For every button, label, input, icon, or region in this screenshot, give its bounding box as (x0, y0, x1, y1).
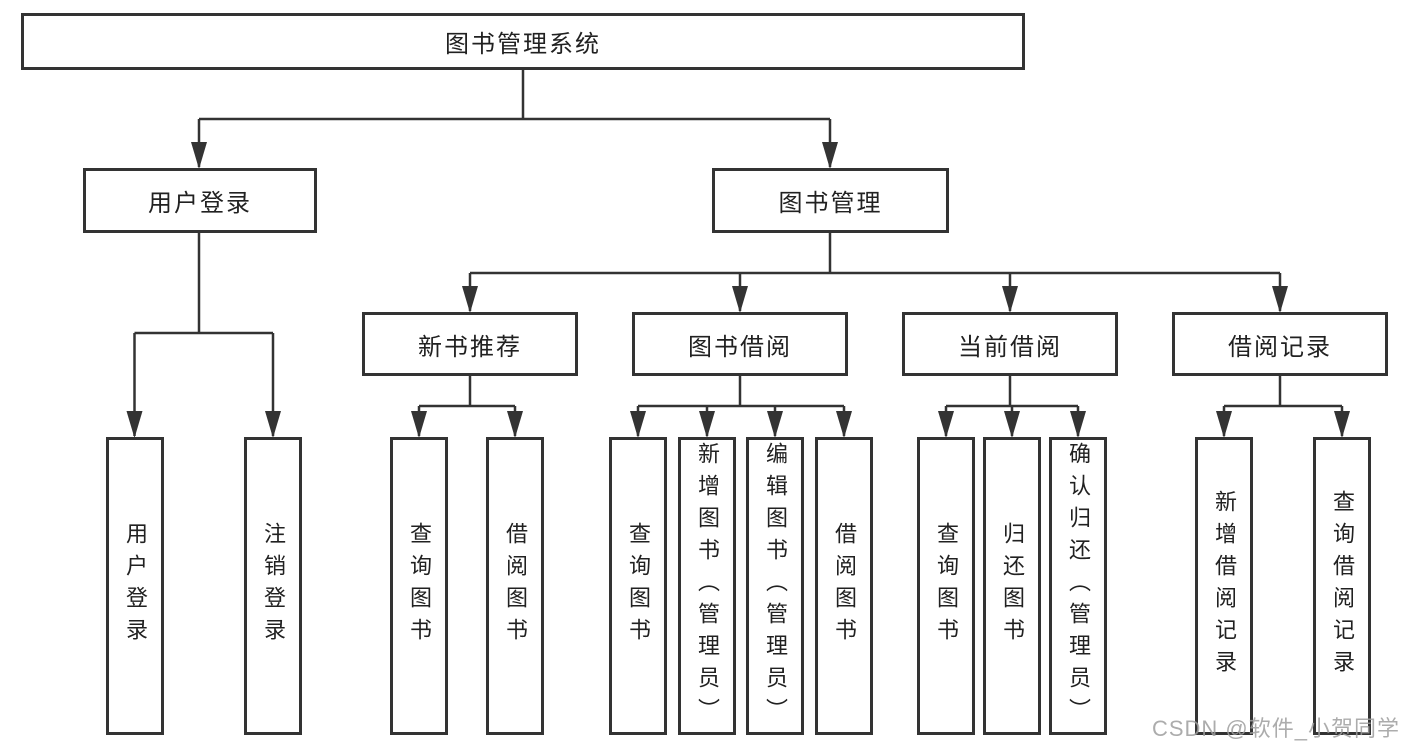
leaf-query-books-recommend: 查询图书 (390, 437, 448, 735)
node-new-book-recommendation: 新书推荐 (362, 312, 578, 376)
leaf-return-books: 归还图书 (983, 437, 1041, 735)
leaf-add-borrow-record: 新增借阅记录 (1195, 437, 1253, 735)
node-current-borrowing: 当前借阅 (902, 312, 1118, 376)
leaf-confirm-return-admin: 确认归还（管理员） (1049, 437, 1107, 735)
leaf-query-borrow-record: 查询借阅记录 (1313, 437, 1371, 735)
leaf-add-books-admin: 新增图书（管理员） (678, 437, 736, 735)
node-library-management-system: 图书管理系统 (21, 13, 1025, 70)
leaf-edit-books-admin: 编辑图书（管理员） (746, 437, 804, 735)
leaf-query-books-current: 查询图书 (917, 437, 975, 735)
leaf-query-books-borrowing: 查询图书 (609, 437, 667, 735)
leaf-logout-login: 注销登录 (244, 437, 302, 735)
node-book-management: 图书管理 (712, 168, 949, 233)
node-user-login: 用户登录 (83, 168, 317, 233)
leaf-borrow-books-borrowing: 借阅图书 (815, 437, 873, 735)
connector-paths (133, 70, 1344, 436)
node-borrowing-records: 借阅记录 (1172, 312, 1388, 376)
leaf-borrow-books-recommend: 借阅图书 (486, 437, 544, 735)
watermark: CSDN @软件_小贺同学 (1151, 716, 1400, 741)
leaf-user-login: 用户登录 (106, 437, 164, 735)
arrowheads (126, 142, 1350, 438)
node-book-borrowing: 图书借阅 (632, 312, 848, 376)
